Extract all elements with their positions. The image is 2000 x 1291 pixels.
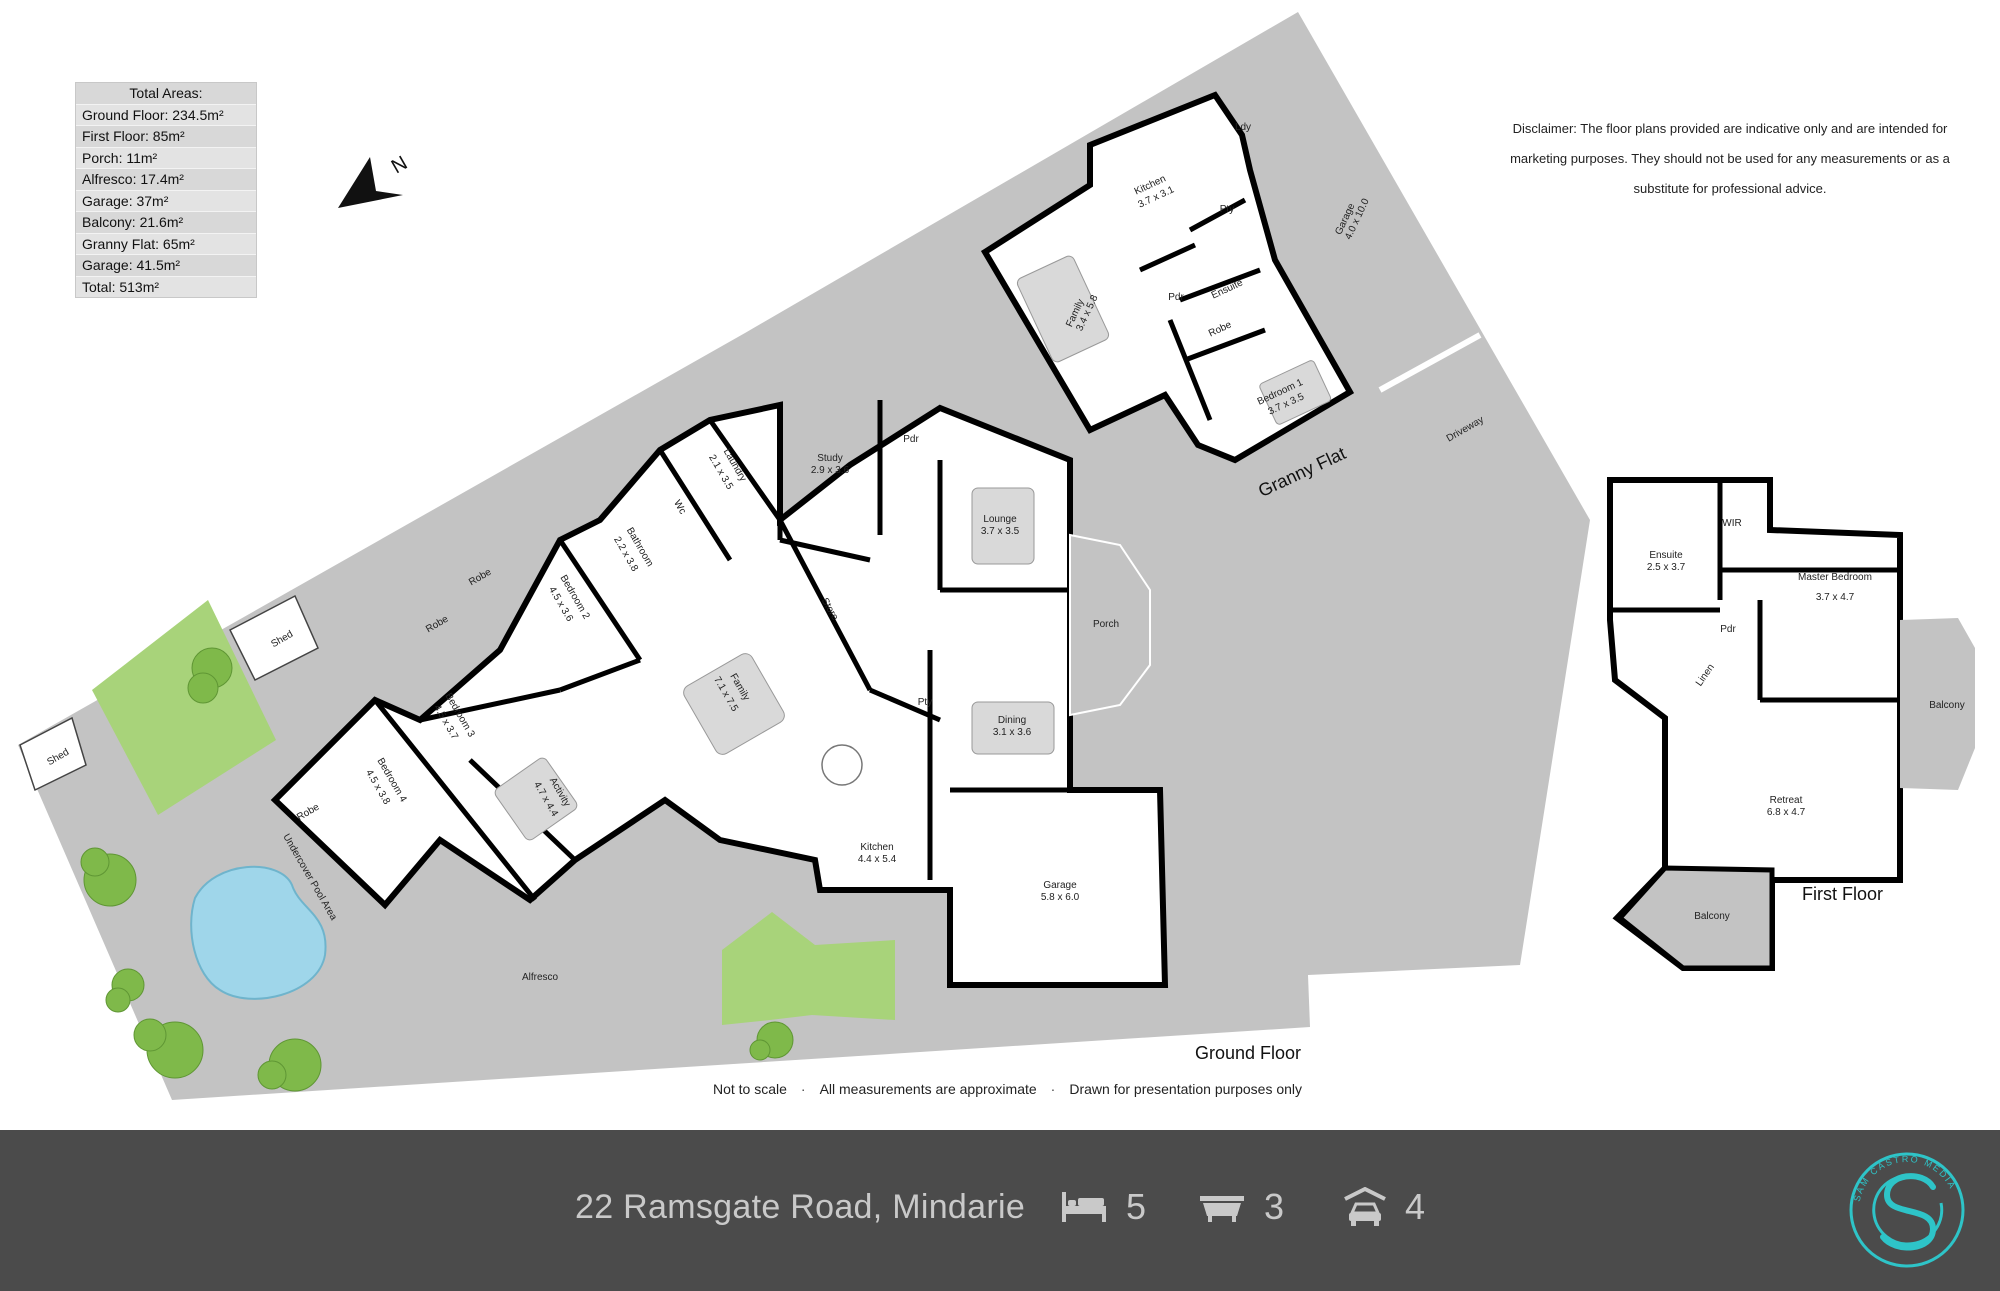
wir-label: WIR xyxy=(1722,518,1741,529)
dining-size: 3.1 x 3.6 xyxy=(993,727,1032,738)
shed-2 xyxy=(228,594,319,682)
ground-floor-title: Ground Floor xyxy=(1195,1043,1302,1063)
lounge-size: 3.7 x 3.5 xyxy=(981,526,1020,537)
bedrooms-feature: 5 xyxy=(1060,1185,1146,1229)
retreat-size: 6.8 x 4.7 xyxy=(1767,807,1806,818)
granny-pdr-label: Pdr xyxy=(1168,292,1184,303)
study-size: 2.9 x 3.6 xyxy=(811,465,850,476)
note-separator: · xyxy=(1050,1081,1056,1097)
garage-size: 5.8 x 6.0 xyxy=(1041,892,1080,903)
garage-name: Garage xyxy=(1043,880,1077,891)
bathrooms-feature: 3 xyxy=(1198,1185,1284,1229)
bedrooms-count: 5 xyxy=(1126,1186,1147,1227)
property-address: 22 Ramsgate Road, Mindarie xyxy=(575,1188,1026,1226)
first-ensuite-name: Ensuite xyxy=(1649,550,1683,561)
lounge-name: Lounge xyxy=(983,514,1017,525)
granny-pty-label: Pty xyxy=(1220,204,1234,215)
areas-row: Alfresco: 17.4m² xyxy=(76,168,256,190)
areas-row: Porch: 11m² xyxy=(76,146,256,169)
areas-row: First Floor: 85m² xyxy=(76,125,256,147)
master-size: 3.7 x 4.7 xyxy=(1816,592,1855,603)
pdr-label: Pdr xyxy=(903,434,919,445)
parking-feature: 4 xyxy=(1343,1185,1425,1229)
balcony1-label: Balcony xyxy=(1929,700,1965,711)
first-ensuite-size: 2.5 x 3.7 xyxy=(1647,562,1686,573)
pool xyxy=(190,865,327,1000)
shed-1 xyxy=(19,716,87,792)
areas-row: Ground Floor: 234.5m² xyxy=(76,103,256,126)
front-lawn xyxy=(722,912,895,1025)
first-balcony-lower xyxy=(1616,865,1775,971)
porch-bay xyxy=(1069,533,1151,717)
disclaimer: Disclaimer: The floor plans provided are… xyxy=(1510,121,1950,196)
dining-table xyxy=(821,744,863,786)
furniture xyxy=(494,255,1332,841)
first-balcony-bay xyxy=(1900,618,1975,790)
garage-door-granny xyxy=(1378,332,1482,393)
bathrooms-count: 3 xyxy=(1264,1186,1285,1227)
ldy-label: Ldy xyxy=(1235,122,1251,133)
note-presentation: Drawn for presentation purposes only xyxy=(1069,1081,1303,1097)
bathtub-icon xyxy=(1198,1190,1246,1224)
retreat-name: Retreat xyxy=(1770,795,1803,806)
north-arrow-icon xyxy=(338,157,403,208)
first-floor-title: First Floor xyxy=(1802,884,1883,904)
alfresco-label: Alfresco xyxy=(522,972,559,983)
areas-row: Garage: 37m² xyxy=(76,189,256,212)
pty-label: Pty xyxy=(918,697,932,708)
footer-bar xyxy=(0,1130,2000,1291)
north-letter: N xyxy=(388,152,412,178)
note-measurements: All measurements are approximate xyxy=(819,1081,1037,1097)
master-name: Master Bedroom xyxy=(1798,572,1872,583)
note-separator: · xyxy=(800,1081,806,1097)
granny-flat-building xyxy=(980,91,1355,464)
bed-icon xyxy=(1060,1190,1108,1224)
trees xyxy=(80,647,794,1092)
areas-heading: Total Areas: xyxy=(76,83,256,104)
granny-interior-walls xyxy=(1138,197,1266,421)
lawn-area xyxy=(92,600,276,815)
note-scale: Not to scale xyxy=(712,1081,787,1097)
areas-row: Balcony: 21.6m² xyxy=(76,211,256,233)
porch-label: Porch xyxy=(1093,619,1119,630)
study-name: Study xyxy=(817,453,843,464)
dining-name: Dining xyxy=(998,715,1026,726)
first-pdr-label: Pdr xyxy=(1720,624,1736,635)
kitchen-size: 4.4 x 5.4 xyxy=(858,854,897,865)
areas-row: Garage: 41.5m² xyxy=(76,254,256,276)
floor-plan: N Shed Shed Undercover Pool Area Alfresc… xyxy=(18,12,1975,1100)
car-icon xyxy=(1343,1187,1387,1227)
areas-row: Total: 513m² xyxy=(76,275,256,298)
areas-row: Granny Flat: 65m² xyxy=(76,232,256,255)
brand-logo: SAM CASTRO MEDIA xyxy=(1849,1152,1965,1268)
kitchen-name: Kitchen xyxy=(860,842,893,853)
balcony2-label: Balcony xyxy=(1694,911,1730,922)
total-areas-table: Total Areas: Ground Floor: 234.5m² First… xyxy=(75,82,257,298)
plan-notes: Not to scale · All measurements are appr… xyxy=(0,1081,2000,1097)
first-interior-walls xyxy=(1610,480,1900,703)
parking-count: 4 xyxy=(1405,1186,1426,1227)
